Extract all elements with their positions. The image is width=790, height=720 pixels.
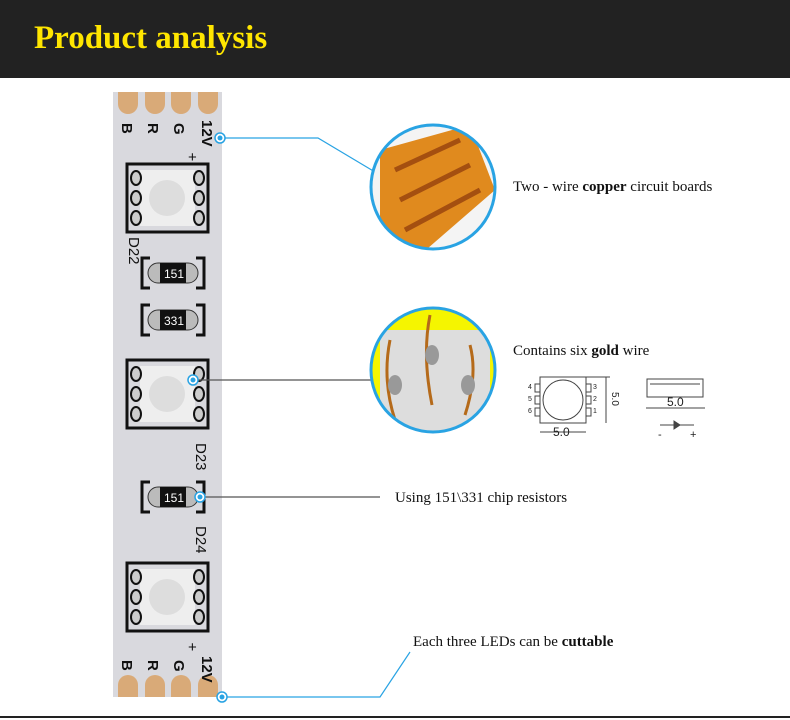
led-dimension-diagram: [534, 376, 705, 433]
label: wire: [618, 343, 650, 359]
resistor-151-bottom: 151: [140, 480, 206, 514]
pad-label-g-bottom: G: [170, 660, 187, 672]
label: cuttable: [561, 634, 614, 650]
label: 1: [593, 408, 597, 415]
label: Each three LEDs can be: [413, 634, 562, 650]
label: copper: [582, 179, 627, 195]
led-d23: [125, 358, 210, 430]
resistor-151-top: 151: [140, 256, 206, 290]
pad-label-12v-bottom: 12V: [198, 656, 215, 683]
feature-cuttable: Each three LEDs can be cuttable: [413, 634, 613, 651]
callout-lines: [193, 137, 411, 698]
page-title: Product analysis: [34, 20, 268, 56]
resistor-code: 151: [164, 491, 184, 505]
label: 5: [528, 396, 532, 403]
pad-label-b: B: [118, 123, 135, 134]
label: -: [658, 429, 662, 441]
bottom-divider: [0, 716, 790, 718]
feature-gold-wire: Contains six gold wire: [513, 343, 649, 360]
resistor-331: 331: [140, 303, 206, 337]
led-label-d23: D23: [192, 443, 209, 471]
dim-height: 5.0: [609, 392, 620, 406]
pad-label-r: R: [144, 123, 161, 134]
label: gold: [591, 343, 619, 359]
gold-wire-closeup: [371, 308, 495, 432]
pad-label-12v: 12V: [198, 120, 215, 147]
pad-label-g: G: [170, 123, 187, 135]
dim-profile: 5.0: [667, 395, 684, 409]
label: 6: [528, 408, 532, 415]
resistor-code: 151: [164, 267, 184, 281]
label: circuit boards: [626, 179, 713, 195]
feature-chip-resistors: Using 151\331 chip resistors: [395, 490, 567, 507]
label: 2: [593, 396, 597, 403]
label: Two - wire: [513, 179, 583, 195]
label: +: [690, 429, 696, 441]
led-label-d24: D24: [192, 526, 209, 554]
header-bar: Product analysis: [0, 0, 790, 78]
resistor-code: 331: [164, 314, 184, 328]
plus-label-bottom: +: [188, 639, 197, 656]
led-d24: [125, 561, 210, 633]
label: 3: [593, 384, 597, 391]
pad-label-r-bottom: R: [144, 660, 161, 671]
label: 4: [528, 384, 532, 391]
dim-width: 5.0: [553, 425, 570, 439]
bottom-pads: [118, 675, 218, 697]
led-label-d22: D22: [125, 237, 142, 265]
copper-board-closeup: [371, 125, 495, 249]
pad-label-b-bottom: B: [118, 660, 135, 671]
top-pads: [118, 92, 218, 114]
feature-copper-board: Two - wire copper circuit boards: [513, 179, 712, 196]
label: Using 151\331 chip resistors: [395, 490, 568, 506]
plus-label: +: [188, 149, 197, 166]
led-d22: [125, 162, 210, 234]
label: Contains six: [513, 343, 592, 359]
